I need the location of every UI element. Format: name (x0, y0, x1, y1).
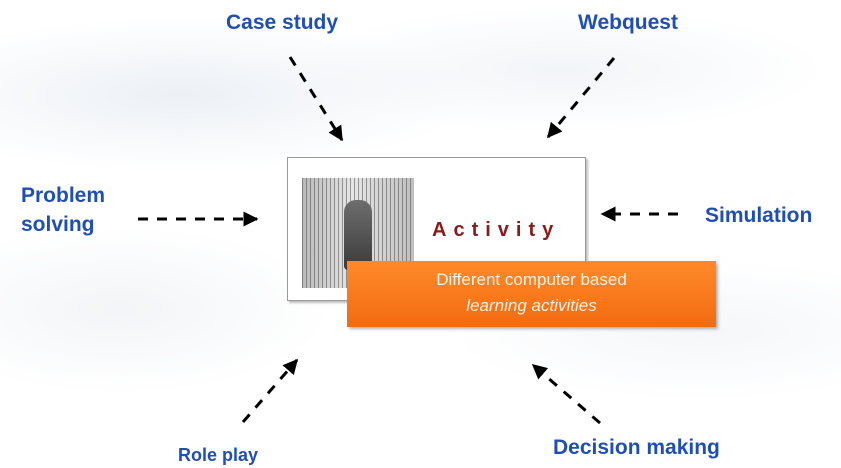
label-problem-solving-line2: solving (21, 213, 95, 236)
label-role-play: Role play (178, 445, 259, 465)
label-simulation: Simulation (705, 204, 813, 227)
label-problem-solving: Problem solving (21, 181, 105, 239)
thumbnail-figure (344, 200, 372, 270)
arrow-role-play (241, 358, 299, 423)
activity-card: Activity (287, 157, 586, 301)
activity-banner: Different computer based learning activi… (347, 261, 716, 327)
activity-title: Activity (432, 219, 561, 241)
label-decision-making: Decision making (553, 436, 720, 459)
arrow-case-study (288, 56, 344, 142)
arrow-decision-making (531, 363, 601, 425)
label-problem-solving-line1: Problem (21, 184, 106, 207)
banner-line-2: learning activities (466, 296, 597, 315)
label-webquest: Webquest (578, 11, 678, 34)
banner-line-1: Different computer based (436, 270, 627, 289)
label-case-study: Case study (226, 11, 339, 34)
arrow-webquest (546, 57, 616, 139)
